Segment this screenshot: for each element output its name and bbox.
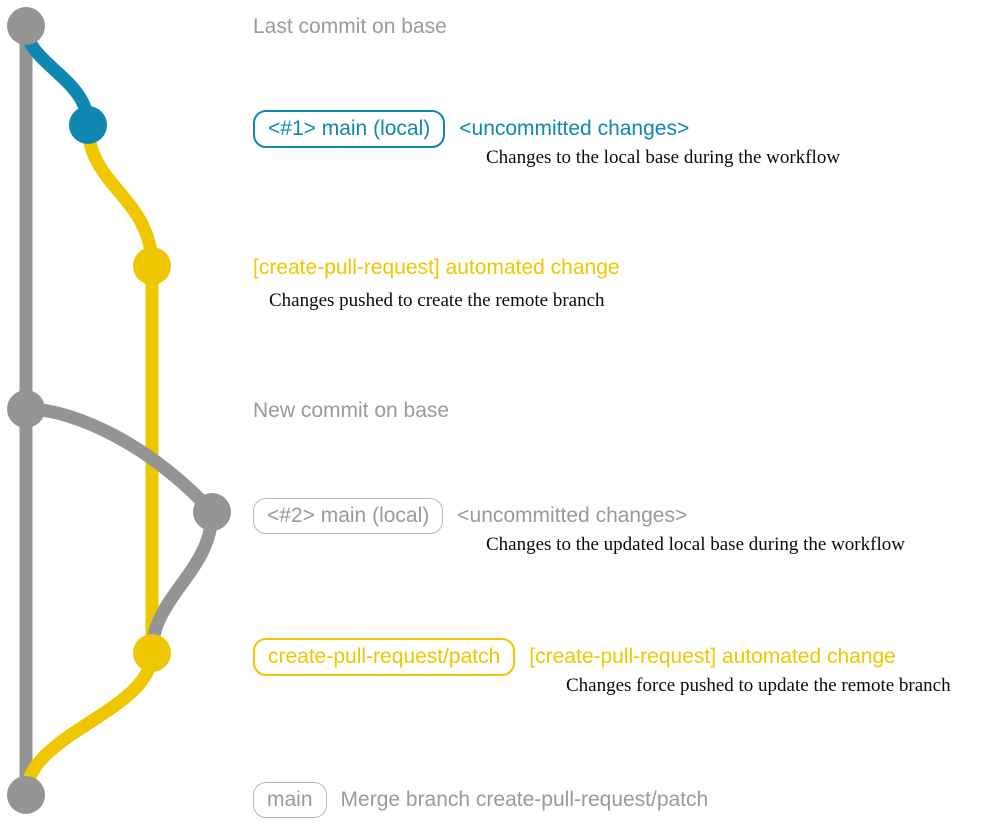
commit-note-automated-change-update: Changes force pushed to update the remot… — [566, 675, 951, 696]
node-local-1[interactable] — [69, 106, 107, 144]
edge-remote-2-to-merge — [19, 646, 159, 802]
ref-pill-main-local-2[interactable]: <#2> main (local) — [253, 498, 444, 534]
commit-row-automated-change-update: create-pull-request/patch [create-pull-r… — [253, 638, 896, 676]
ref-pill-create-pull-request-patch[interactable]: create-pull-request/patch — [253, 638, 516, 676]
node-local-2[interactable] — [193, 493, 231, 531]
commit-note-local-commit-2: Changes to the updated local base during… — [486, 534, 905, 555]
edge-base-new-to-local-2 — [19, 402, 219, 519]
commit-subject-merge-commit: Merge branch create-pull-request/patch — [340, 788, 709, 811]
commit-row-local-commit-1: <#1> main (local) <uncommitted changes> — [253, 110, 689, 148]
node-base-top[interactable] — [7, 7, 45, 45]
commit-row-merge-commit: main Merge branch create-pull-request/pa… — [253, 782, 708, 818]
node-merge[interactable] — [7, 776, 45, 814]
commit-row-local-commit-2: <#2> main (local) <uncommitted changes> — [253, 498, 687, 534]
commit-headline-automated-change-create: [create-pull-request] automated change — [253, 256, 620, 279]
node-base-new[interactable] — [7, 390, 45, 428]
node-remote-2[interactable] — [133, 634, 171, 672]
ref-pill-main[interactable]: main — [253, 782, 327, 818]
edge-local-2-to-remote-2 — [145, 505, 219, 660]
commit-subject-local-commit-2: <uncommitted changes> — [457, 504, 688, 527]
ref-pill-main-local-1[interactable]: <#1> main (local) — [253, 110, 446, 148]
node-remote-1[interactable] — [133, 247, 171, 285]
commit-subject-local-commit-1: <uncommitted changes> — [459, 117, 690, 140]
commit-note-local-commit-1: Changes to the local base during the wor… — [486, 147, 841, 168]
commit-note-automated-change-create: Changes pushed to create the remote bran… — [269, 290, 605, 311]
commit-subject-automated-change-update: [create-pull-request] automated change — [529, 645, 896, 668]
commit-headline-last-commit-on-base: Last commit on base — [253, 15, 447, 38]
commit-headline-new-commit-on-base: New commit on base — [253, 399, 450, 422]
edge-local-1-to-remote-1 — [81, 118, 159, 273]
